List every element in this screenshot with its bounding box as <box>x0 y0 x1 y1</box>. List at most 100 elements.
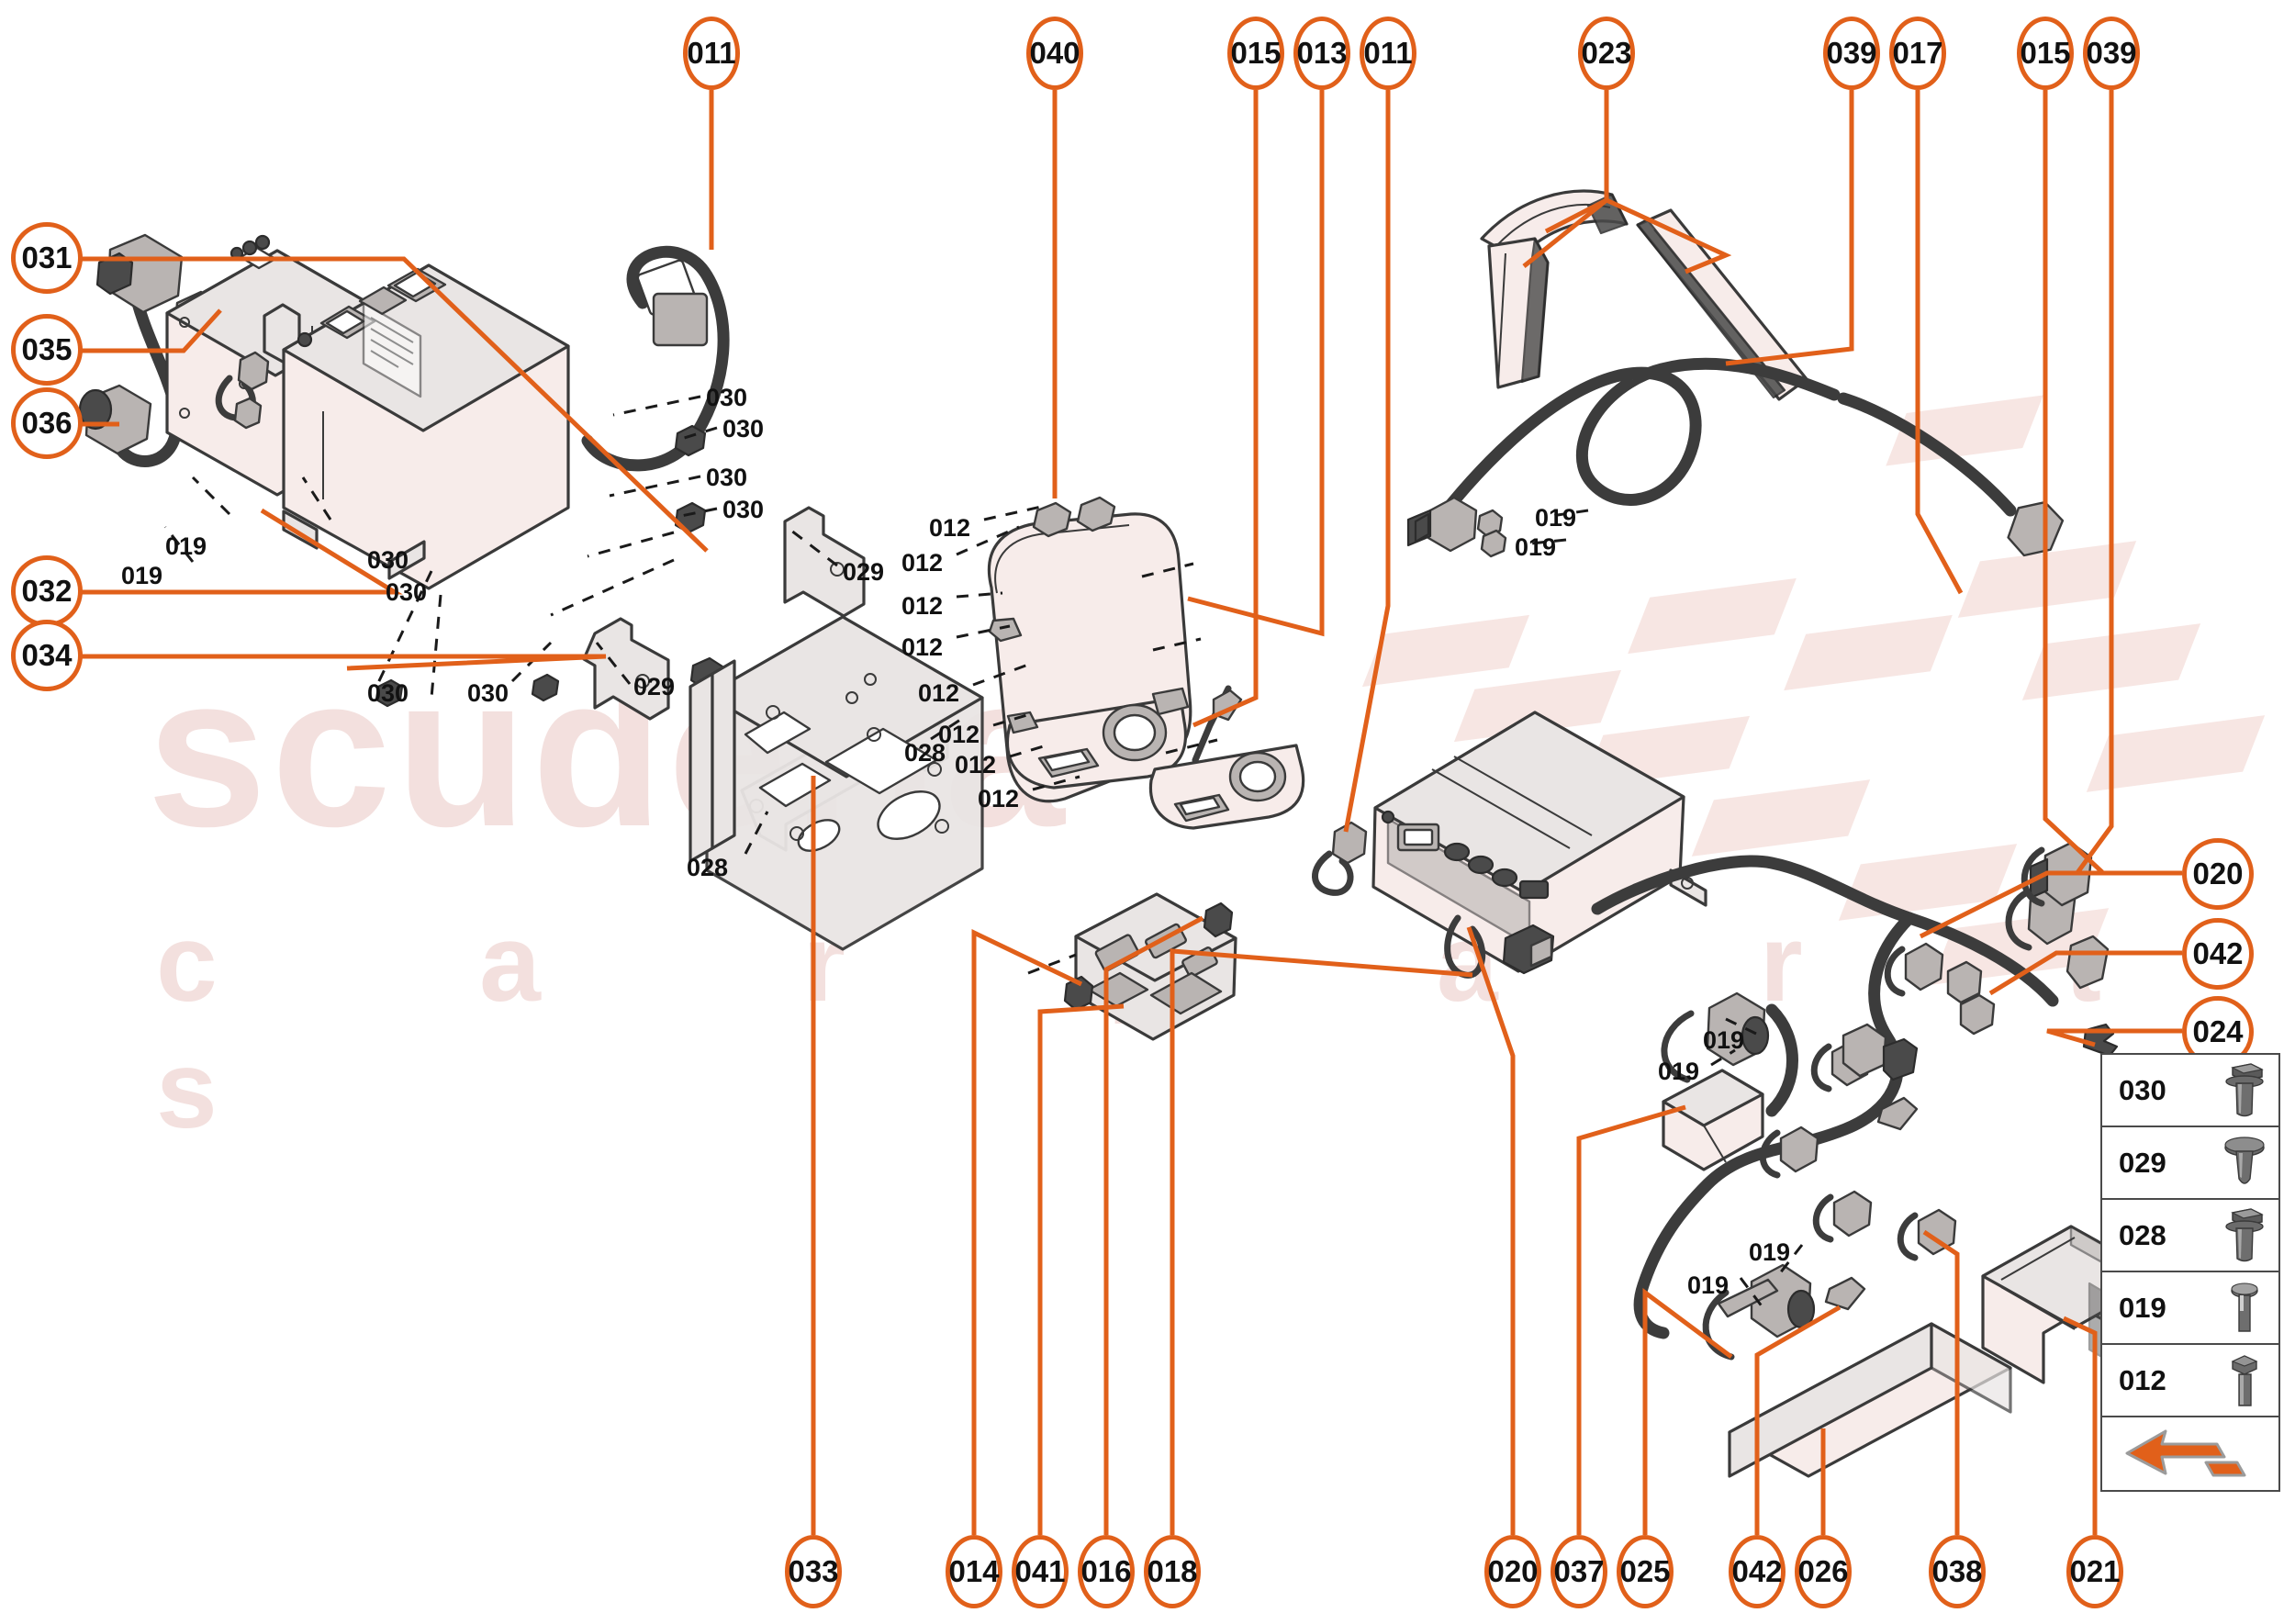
callout-013[interactable]: 013 <box>1293 17 1350 90</box>
inline-number-019: 019 <box>165 532 207 560</box>
callout-label: 035 <box>21 332 73 366</box>
callout-label: 018 <box>1147 1554 1198 1588</box>
callout-label: 013 <box>1296 36 1348 70</box>
inline-number-030: 030 <box>706 384 748 411</box>
callout-038[interactable]: 038 <box>1929 1535 1986 1608</box>
part-013-headlamp-housing <box>987 496 1192 803</box>
callout-039-top[interactable]: 039 <box>1823 17 1880 90</box>
inline-number-012: 012 <box>955 751 997 778</box>
callout-label: 038 <box>1931 1554 1983 1588</box>
callout-042-bottom[interactable]: 042 <box>1729 1535 1786 1608</box>
flange-bolt-icon <box>2220 1207 2267 1264</box>
callout-label: 016 <box>1080 1554 1132 1588</box>
inline-number-019: 019 <box>1535 504 1577 532</box>
callout-label: 011 <box>687 36 736 70</box>
callout-label: 015 <box>1230 36 1282 70</box>
callout-014[interactable]: 014 <box>946 1535 1002 1608</box>
callout-016[interactable]: 016 <box>1078 1535 1135 1608</box>
callout-037[interactable]: 037 <box>1551 1535 1607 1608</box>
inline-number-028: 028 <box>904 739 946 767</box>
part-harness-clip-f <box>1824 1276 1866 1311</box>
callout-label: 042 <box>1731 1554 1783 1588</box>
callout-018[interactable]: 018 <box>1144 1535 1201 1608</box>
part-014-bushing <box>1502 924 1555 975</box>
callout-015-top-b[interactable]: 015 <box>2017 17 2074 90</box>
callout-032[interactable]: 032 <box>11 555 83 627</box>
inline-number-012: 012 <box>938 721 980 748</box>
inline-number-012: 012 <box>901 592 944 620</box>
callout-label: 026 <box>1797 1554 1849 1588</box>
callout-label: 037 <box>1553 1554 1605 1588</box>
legend-number: 019 <box>2119 1291 2166 1324</box>
inline-number-030: 030 <box>706 464 748 491</box>
inline-number-030: 030 <box>367 679 409 707</box>
part-023-trim-strip <box>1636 208 1808 401</box>
callout-040[interactable]: 040 <box>1026 17 1083 90</box>
inline-number-028: 028 <box>687 854 729 881</box>
inline-number-030: 030 <box>386 578 428 606</box>
callout-label: 031 <box>21 241 73 274</box>
part-harness-clip-h <box>1959 993 1996 1036</box>
legend-row: 030 <box>2102 1055 2278 1127</box>
callout-036[interactable]: 036 <box>11 387 83 459</box>
callout-label: 034 <box>21 638 73 672</box>
callout-label: 015 <box>2020 36 2071 70</box>
callout-label: 042 <box>2192 936 2244 970</box>
inline-number-012: 012 <box>901 549 944 577</box>
callout-label: 039 <box>2086 36 2137 70</box>
callout-039-top-b[interactable]: 039 <box>2083 17 2140 90</box>
inline-number-029: 029 <box>633 673 676 700</box>
callout-label: 025 <box>1619 1554 1671 1588</box>
part-019-connector-pair-left <box>1414 509 1507 558</box>
push-rivet-icon <box>2220 1135 2267 1192</box>
callout-025[interactable]: 025 <box>1617 1535 1674 1608</box>
inline-number-030: 030 <box>367 546 409 574</box>
part-038-clip <box>1897 1208 1957 1261</box>
callout-017[interactable]: 017 <box>1889 17 1946 90</box>
part-026-foam-pad <box>1728 1322 2012 1478</box>
callout-label: 040 <box>1029 36 1080 70</box>
callout-041[interactable]: 041 <box>1012 1535 1069 1608</box>
inline-number-030: 030 <box>722 415 765 442</box>
callout-035[interactable]: 035 <box>11 314 83 386</box>
legend-row: 028 <box>2102 1200 2278 1272</box>
part-034-fastener-pin <box>233 397 263 430</box>
inline-number-019: 019 <box>1703 1026 1745 1054</box>
callout-033[interactable]: 033 <box>785 1535 842 1608</box>
callout-015-top[interactable]: 015 <box>1227 17 1284 90</box>
callout-011-top-b[interactable]: 011 <box>1360 17 1416 90</box>
part-harness-clip-e <box>1812 1190 1873 1243</box>
inline-number-019: 019 <box>121 562 163 589</box>
inline-number-019: 019 <box>1687 1271 1730 1299</box>
callout-034[interactable]: 034 <box>11 620 83 691</box>
orange-arrow-icon <box>2121 1426 2259 1483</box>
part-037-module-box <box>1662 1069 1764 1171</box>
flange-bolt-icon <box>2220 1062 2267 1119</box>
part-025-connector-pigtail <box>1842 1023 1919 1081</box>
part-030-clip-small-a <box>674 424 707 457</box>
part-023-trim-vertical <box>1487 237 1550 389</box>
callout-label: 023 <box>1581 36 1632 70</box>
inline-number-012: 012 <box>901 633 944 661</box>
pan-screw-icon <box>2220 1280 2267 1337</box>
callout-label: 011 <box>1363 36 1413 70</box>
legend-row: 019 <box>2102 1272 2278 1345</box>
callout-label: 021 <box>2069 1554 2121 1588</box>
callout-023[interactable]: 023 <box>1578 17 1635 90</box>
callout-020-bottom[interactable]: 020 <box>1484 1535 1541 1608</box>
callout-021[interactable]: 021 <box>2066 1535 2123 1608</box>
callout-label: 039 <box>1826 36 1877 70</box>
callout-020-right[interactable]: 020 <box>2182 838 2254 910</box>
callout-026[interactable]: 026 <box>1795 1535 1852 1608</box>
part-029-bracket-left <box>582 617 670 721</box>
part-040-mounting-frame <box>688 615 984 951</box>
callout-031[interactable]: 031 <box>11 222 83 294</box>
callout-011-top[interactable]: 011 <box>683 17 740 90</box>
inline-number-030: 030 <box>722 496 765 523</box>
callout-042-right[interactable]: 042 <box>2182 918 2254 990</box>
callout-label: 024 <box>2192 1014 2244 1048</box>
part-011b-connector-loop <box>1312 821 1368 896</box>
